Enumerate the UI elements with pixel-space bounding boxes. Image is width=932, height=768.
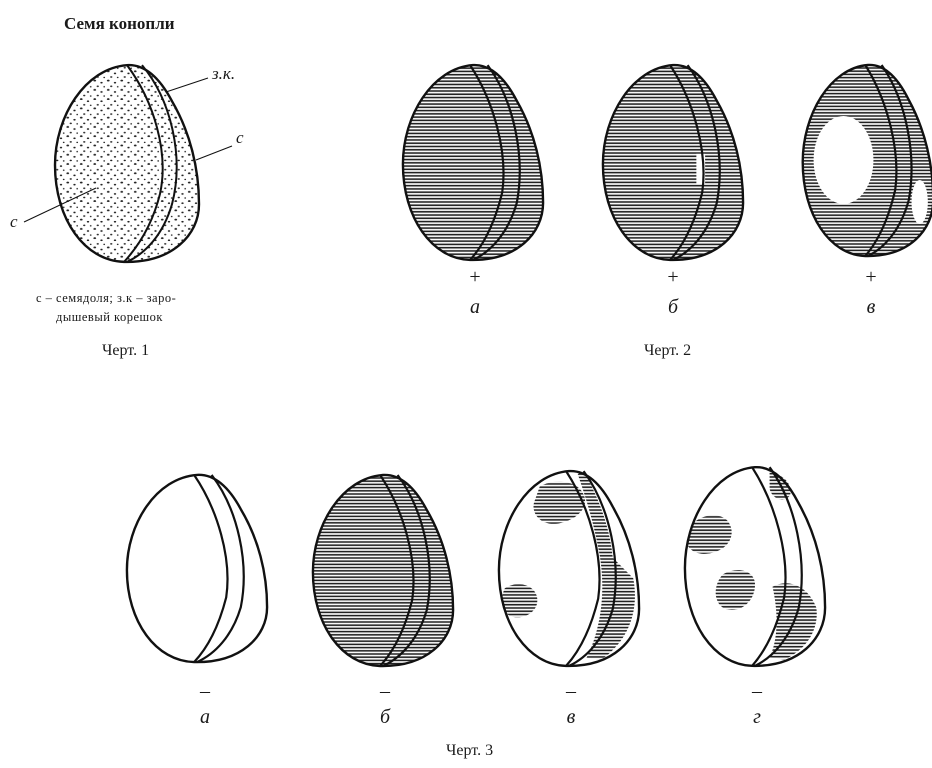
- legend-fig1: с – семядоля; з.к – заро- дышевый корешо…: [36, 289, 256, 327]
- sign-fig3-c: –: [556, 680, 586, 703]
- sign-fig2-a: +: [460, 266, 490, 289]
- legend-line-1: с – семядоля; з.к – заро-: [36, 289, 256, 308]
- letter-fig3-a: а: [190, 706, 220, 729]
- caption-fig1: Черт. 1: [102, 342, 149, 360]
- sign-fig3-a: –: [190, 680, 220, 703]
- letter-fig2-b: б: [658, 296, 688, 319]
- label-zk: з.к.: [212, 64, 235, 84]
- seed-diagram-fig3-c: [496, 466, 642, 670]
- letter-fig3-c: в: [556, 706, 586, 729]
- sign-fig3-b: –: [370, 680, 400, 703]
- label-c-left: с: [10, 212, 18, 232]
- label-c-right: с: [236, 128, 244, 148]
- caption-fig2: Черт. 2: [644, 342, 691, 360]
- sign-fig2-c: +: [856, 266, 886, 289]
- letter-fig3-b: б: [370, 706, 400, 729]
- seed-diagram-fig3-a: [124, 470, 270, 666]
- caption-fig3: Черт. 3: [446, 742, 493, 760]
- sign-fig3-d: –: [742, 680, 772, 703]
- letter-fig3-d: г: [742, 706, 772, 729]
- seed-diagram-fig2-c: [800, 60, 932, 260]
- seed-diagram-fig2-b: [600, 60, 746, 264]
- letter-fig2-a: а: [460, 296, 490, 319]
- letter-fig2-c: в: [856, 296, 886, 319]
- sign-fig2-b: +: [658, 266, 688, 289]
- seed-diagram-fig2-a: [400, 60, 546, 264]
- seed-diagram-fig3-d: [682, 462, 828, 670]
- seed-diagram-fig3-b: [310, 470, 456, 670]
- legend-line-2: дышевый корешок: [36, 308, 256, 327]
